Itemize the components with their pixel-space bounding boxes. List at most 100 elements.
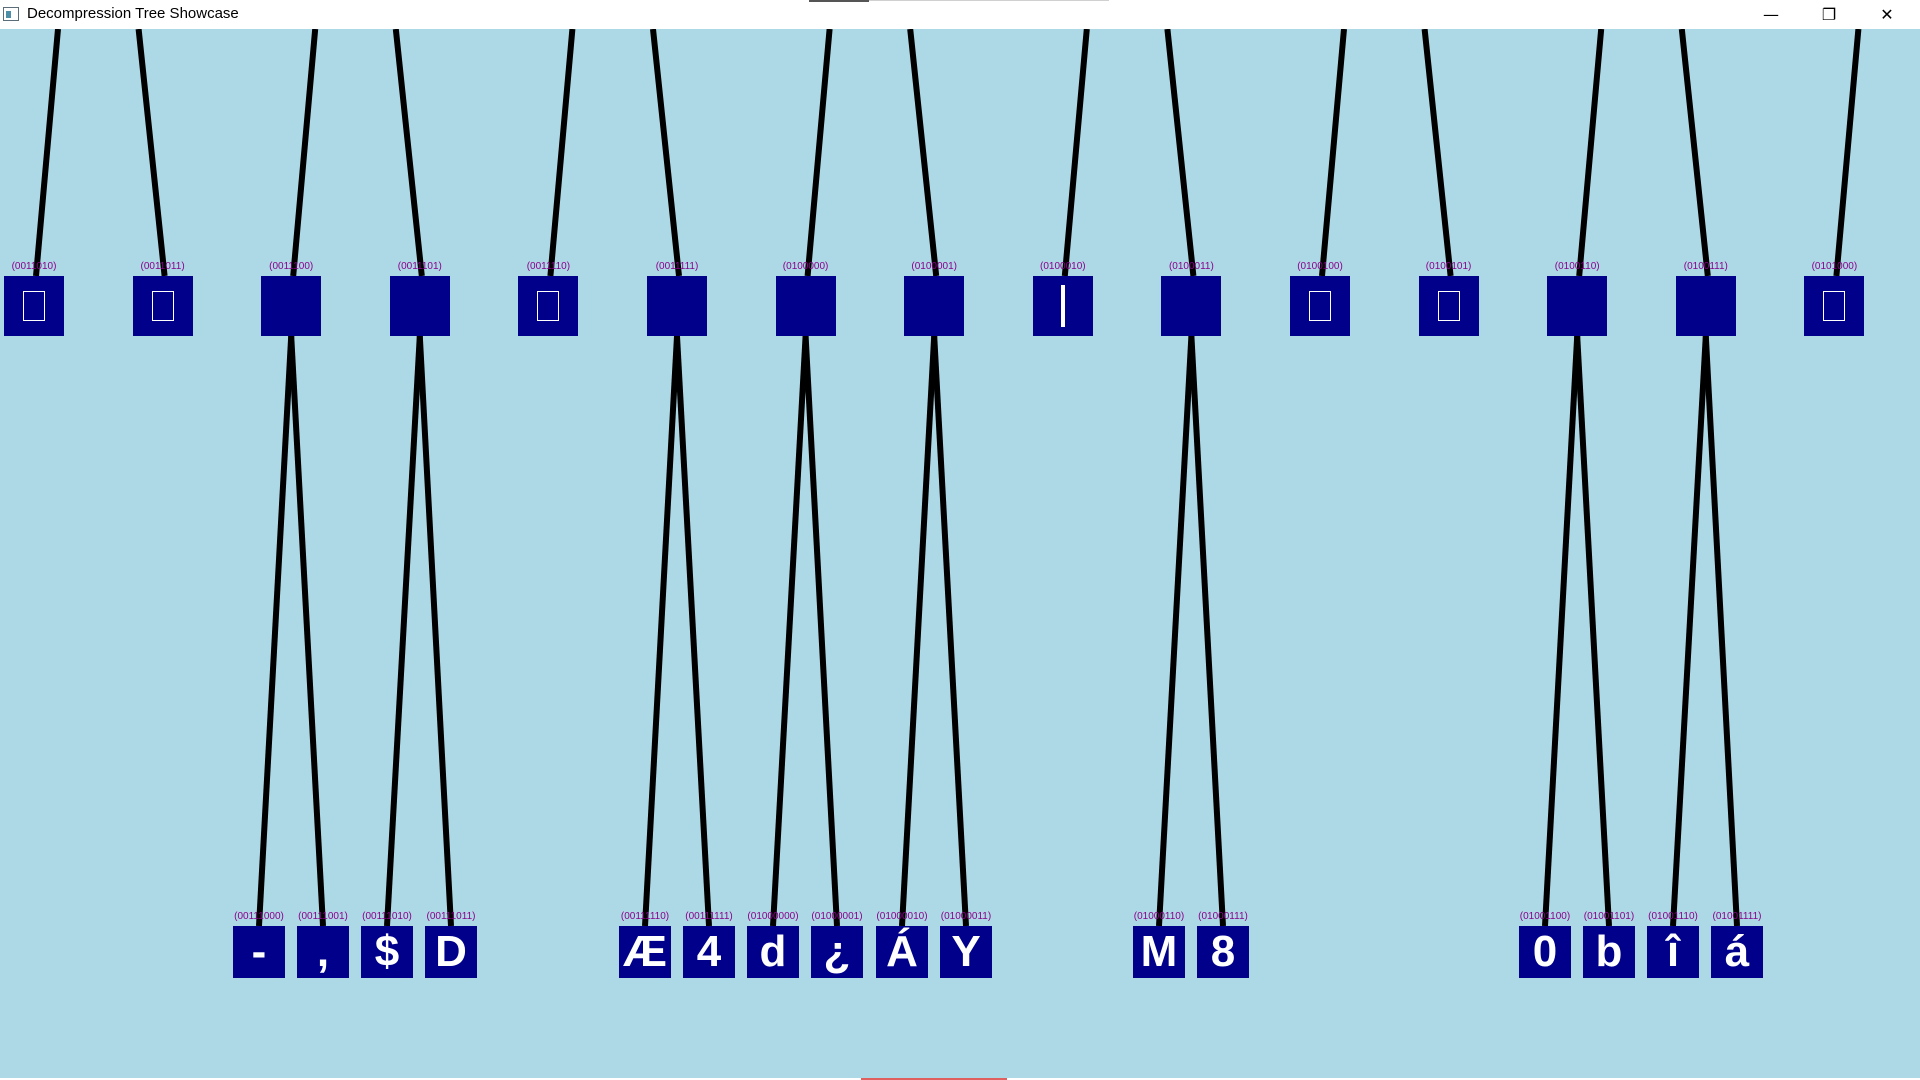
leaf-node-char: ¿: [823, 927, 851, 976]
leaf-node-code-label: (00111000): [234, 911, 284, 922]
mid-node: [1032, 276, 1093, 336]
mid-node: [4, 276, 64, 336]
leaf-node: 8: [1197, 926, 1249, 978]
leaf-node-char: ,: [316, 927, 330, 976]
mid-node: [1290, 276, 1350, 336]
mid-node: [647, 276, 707, 336]
title-bar-indicator-track: [869, 0, 1109, 1]
mid-node-code-label: (0011111): [655, 261, 699, 272]
minimize-button[interactable]: —: [1742, 0, 1800, 29]
close-button[interactable]: ✕: [1858, 0, 1916, 29]
mid-node-code-label: (0100101): [1425, 261, 1472, 272]
leaf-node-char: b: [1595, 927, 1623, 976]
edge-to-mid-node: [804, 29, 833, 277]
leaf-node-char: Æ: [623, 927, 667, 976]
leaf-node-code-label: (01001110): [1648, 911, 1698, 922]
leaf-node-code-label: (01000110): [1133, 911, 1185, 922]
mid-node-code-label: (0100001): [911, 261, 957, 272]
leaf-node-code-label: (01001111): [1712, 911, 1762, 922]
edge-to-leaf-node: [1574, 335, 1612, 927]
edge-to-mid-node: [1833, 29, 1862, 277]
edge-to-mid-node: [547, 29, 576, 277]
mid-node: [1804, 276, 1865, 336]
mid-node-code-label: (0100111): [1683, 261, 1728, 272]
edge-to-leaf-node: [1542, 335, 1581, 927]
leaf-node-char: D: [435, 927, 467, 976]
edge-to-leaf-node: [899, 335, 938, 927]
edge-to-leaf-node: [384, 335, 423, 927]
leaf-node: 4: [683, 926, 735, 978]
missing-glyph-icon: [23, 291, 45, 321]
mid-node-code-label: (0011110): [526, 261, 571, 272]
leaf-node-char: Á: [886, 927, 918, 976]
edge-to-leaf-node: [674, 335, 712, 927]
app-icon: [3, 7, 19, 21]
mid-node-code-label: (0100100): [1297, 261, 1343, 272]
leaf-node-code-label: (00111010): [362, 911, 412, 922]
missing-glyph-icon: [537, 291, 560, 321]
leaf-node-char: 0: [1532, 927, 1558, 976]
edge-to-mid-node: [1319, 29, 1347, 277]
tree-edges: [33, 29, 1862, 927]
mid-node: [904, 276, 965, 336]
leaf-node-char: î: [1666, 927, 1680, 976]
leaf-node-code-label: (00111111): [685, 911, 733, 922]
leaf-node-char: M: [1140, 927, 1178, 976]
mid-node: [775, 276, 836, 336]
missing-glyph-icon: [1309, 291, 1331, 321]
edge-to-leaf-node: [416, 335, 454, 927]
mid-node-code-label: (0011100): [269, 261, 314, 272]
edge-to-leaf-node: [256, 335, 295, 927]
leaf-node: d: [747, 926, 799, 978]
leaf-node: $: [361, 926, 413, 978]
edge-to-mid-node: [135, 29, 168, 277]
leaf-node-char: á: [1724, 927, 1750, 976]
leaf-node-code-label: (01000011): [940, 911, 992, 922]
edge-to-mid-node: [1678, 29, 1711, 277]
leaf-node-code-label: (00111110): [620, 911, 670, 922]
edge-to-leaf-node: [1188, 335, 1226, 927]
restore-button[interactable]: ❐: [1800, 0, 1858, 29]
leaf-node-code-label: (00111011): [426, 911, 476, 922]
close-icon: ✕: [1880, 5, 1894, 24]
edge-to-leaf-node: [1702, 335, 1740, 927]
mid-node-code-label: (0011011): [140, 261, 185, 272]
edge-to-mid-node: [33, 29, 61, 277]
leaf-node-char: 8: [1210, 927, 1236, 976]
leaf-node: ¿: [811, 926, 863, 978]
mid-node: [1547, 276, 1608, 336]
edge-to-mid-node: [290, 29, 319, 277]
window-title: Decompression Tree Showcase: [27, 5, 239, 22]
edge-to-leaf-node: [288, 335, 326, 927]
edge-to-leaf-node: [802, 335, 840, 927]
edge-to-mid-node: [907, 29, 940, 277]
edge-to-leaf-node: [1670, 335, 1709, 927]
mid-node: [1675, 276, 1736, 336]
edge-to-mid-node: [1164, 29, 1197, 277]
leaf-node-char: 4: [696, 927, 722, 976]
mid-node: [132, 276, 193, 336]
edge-to-mid-node: [650, 29, 682, 277]
mid-node-code-label: (0100110): [1554, 261, 1600, 272]
leaf-node: b: [1583, 926, 1635, 978]
leaf-node: Y: [940, 926, 992, 978]
restore-icon: ❐: [1821, 5, 1837, 24]
leaf-node-char: -: [251, 927, 267, 976]
minimize-icon: —: [1763, 5, 1779, 24]
edge-to-mid-node: [1576, 29, 1605, 277]
leaf-node: -: [233, 926, 285, 978]
edge-to-leaf-node: [770, 335, 809, 927]
leaf-node-code-label: (01001100): [1519, 911, 1571, 922]
edge-to-leaf-node: [931, 335, 969, 927]
leaf-node: D: [425, 926, 477, 978]
mid-node-code-label: (0100011): [1168, 261, 1214, 272]
mid-node: [1161, 276, 1222, 336]
mid-node: [389, 276, 450, 336]
edge-to-leaf-node: [1156, 335, 1195, 927]
leaf-node: á: [1711, 926, 1763, 978]
missing-glyph-icon: [1437, 291, 1460, 321]
leaf-node-code-label: (00111001): [298, 911, 348, 922]
leaf-node: 0: [1519, 926, 1571, 978]
leaf-node: ,: [297, 926, 349, 978]
edge-to-mid-node: [392, 29, 425, 277]
